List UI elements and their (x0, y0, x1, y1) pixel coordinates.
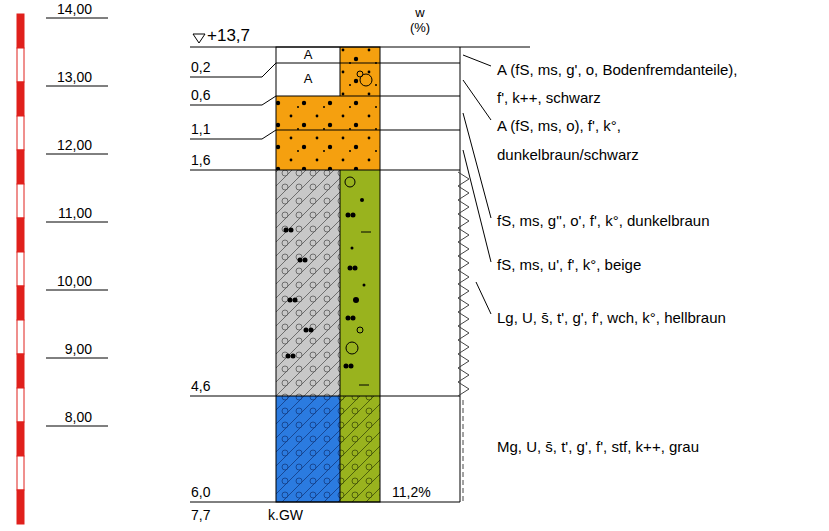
water-content: 11,2% (392, 484, 431, 501)
layer-description: A (fS, ms, o), f', k°, dunkelbraun/schwa… (497, 111, 697, 169)
depth-value: 4,6 (191, 378, 210, 395)
ground-level: +13,7 (207, 26, 250, 46)
scale-segment (17, 218, 24, 252)
scale-value: 11,00 (58, 205, 92, 222)
scale-segment (17, 354, 24, 388)
scale-value: 14,00 (57, 1, 92, 18)
level-triangle (193, 34, 205, 43)
column-header: (%) (410, 20, 430, 36)
scale-segment (17, 490, 24, 524)
soil-symbol-letter: A (304, 71, 313, 87)
layer-description: Lg, U, s̄, t', g', f', wch, k°, hellbrau… (497, 309, 726, 327)
soil-symbol-letter: A (304, 47, 313, 63)
scale-segment (17, 456, 24, 490)
scale-segment (17, 116, 24, 150)
layer-description: fS, ms, g'', o', f', k°, dunkelbraun (497, 212, 710, 230)
depth-value: 7,7 (191, 507, 210, 524)
scale-value: 8,00 (65, 409, 92, 426)
layer-description: fS, ms, u', f', k°, beige (497, 256, 641, 274)
scale-segment (17, 184, 24, 218)
dashed-line (463, 400, 464, 502)
scale-bar (17, 14, 24, 524)
depth-value: 0,2 (191, 59, 210, 76)
scale-segment (17, 82, 24, 116)
zigzag-line (458, 172, 469, 396)
depth-value: 0,6 (191, 87, 210, 104)
layer-description: Mg, U, s̄, t', g', f', stf, k++, grau (497, 438, 699, 456)
scale-segment (17, 286, 24, 320)
scale-segment (17, 320, 24, 354)
scale-value: 13,00 (57, 69, 92, 86)
scale-segment (17, 14, 24, 48)
scale-value: 9,00 (65, 341, 92, 358)
groundwater-note: k.GW (268, 507, 303, 524)
soil-column (190, 47, 530, 502)
scale-segment (17, 422, 24, 456)
layer-description: A (fS, ms, g', o, Bodenfremdanteile), f'… (497, 56, 747, 112)
scale-value: 10,00 (57, 273, 92, 290)
scale-segment (17, 48, 24, 82)
scale-segment (17, 150, 24, 184)
scale-segment (17, 252, 24, 286)
description-leaders (463, 55, 491, 314)
scale-ticks (46, 18, 108, 426)
scale-segment (17, 388, 24, 422)
scale-value: 12,00 (57, 137, 92, 154)
soil-symbols (284, 177, 372, 385)
depth-value: 1,1 (191, 121, 210, 138)
depth-value: 1,6 (191, 152, 210, 169)
column-header: w (415, 5, 424, 21)
depth-value: 6,0 (191, 484, 210, 501)
